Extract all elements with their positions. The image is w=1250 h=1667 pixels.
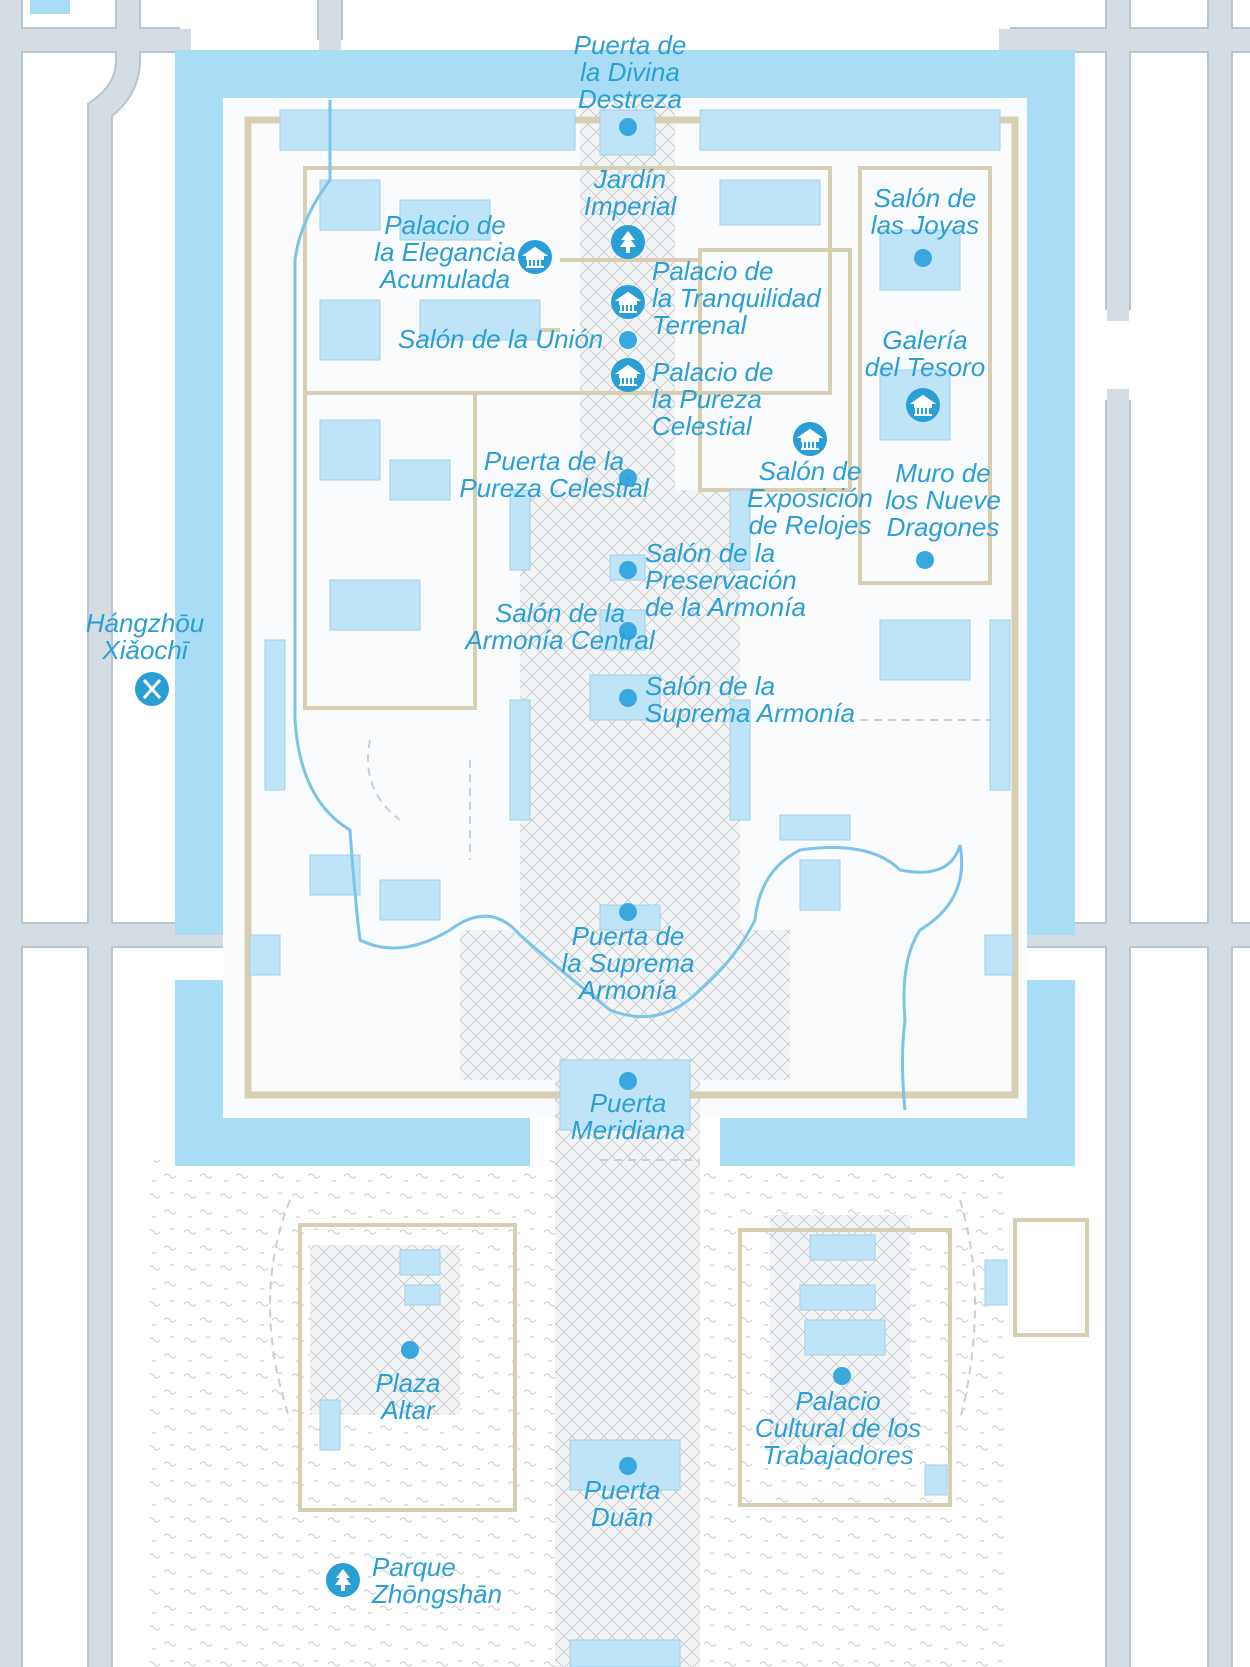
point-marker [916,551,934,569]
point-marker [619,689,637,707]
tree-icon [611,225,645,259]
point-marker [401,1341,419,1359]
point-marker [619,903,637,921]
markers [401,118,934,1475]
museum-icon [518,240,552,274]
museum-icon [906,388,940,422]
buildings [249,109,1014,1667]
point-marker [914,249,932,267]
moat [30,0,1075,1166]
museum-icon [611,358,645,392]
point-marker [619,622,637,640]
point-marker [619,1457,637,1475]
point-marker [833,1367,851,1385]
point-marker [619,561,637,579]
point-marker [619,1072,637,1090]
museum-icon [611,285,645,319]
point-marker [619,118,637,136]
tree-icon [326,1563,360,1597]
point-marker [619,469,637,487]
point-marker [619,331,637,349]
footpaths [269,719,1000,1421]
restaurant-icon [135,672,169,706]
museum-icon [793,422,827,456]
inner-canal [293,100,964,1111]
label-salon-union: Salón de la Unión [398,324,603,354]
